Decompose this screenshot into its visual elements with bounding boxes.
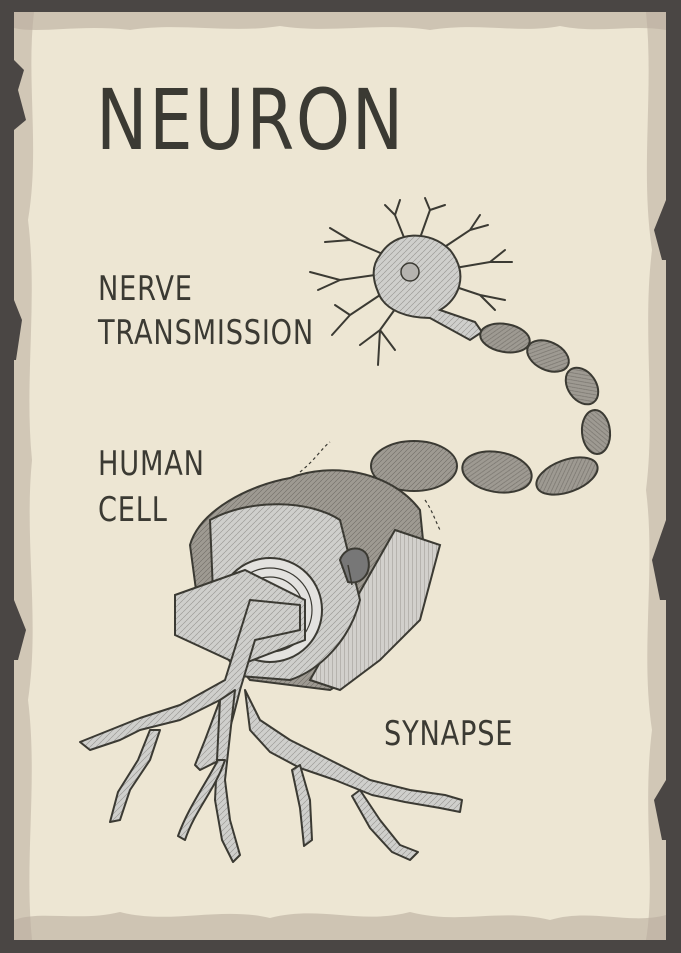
label-line: NERVE xyxy=(98,269,193,309)
label-nerve-transmission: NERVE TRANSMISSION xyxy=(98,267,314,355)
label-line: CELL xyxy=(98,490,168,530)
label-line: HUMAN xyxy=(98,444,205,484)
neuron-axon xyxy=(370,322,612,496)
poster-title: NEURON xyxy=(96,71,405,169)
neuron-cell-body xyxy=(372,234,484,342)
neuron-dendrites-top xyxy=(309,197,513,366)
label-human-cell: HUMAN CELL xyxy=(98,441,205,533)
label-line: TRANSMISSION xyxy=(98,313,315,353)
label-synapse: SYNAPSE xyxy=(384,714,514,754)
axon-terminals xyxy=(79,599,463,863)
